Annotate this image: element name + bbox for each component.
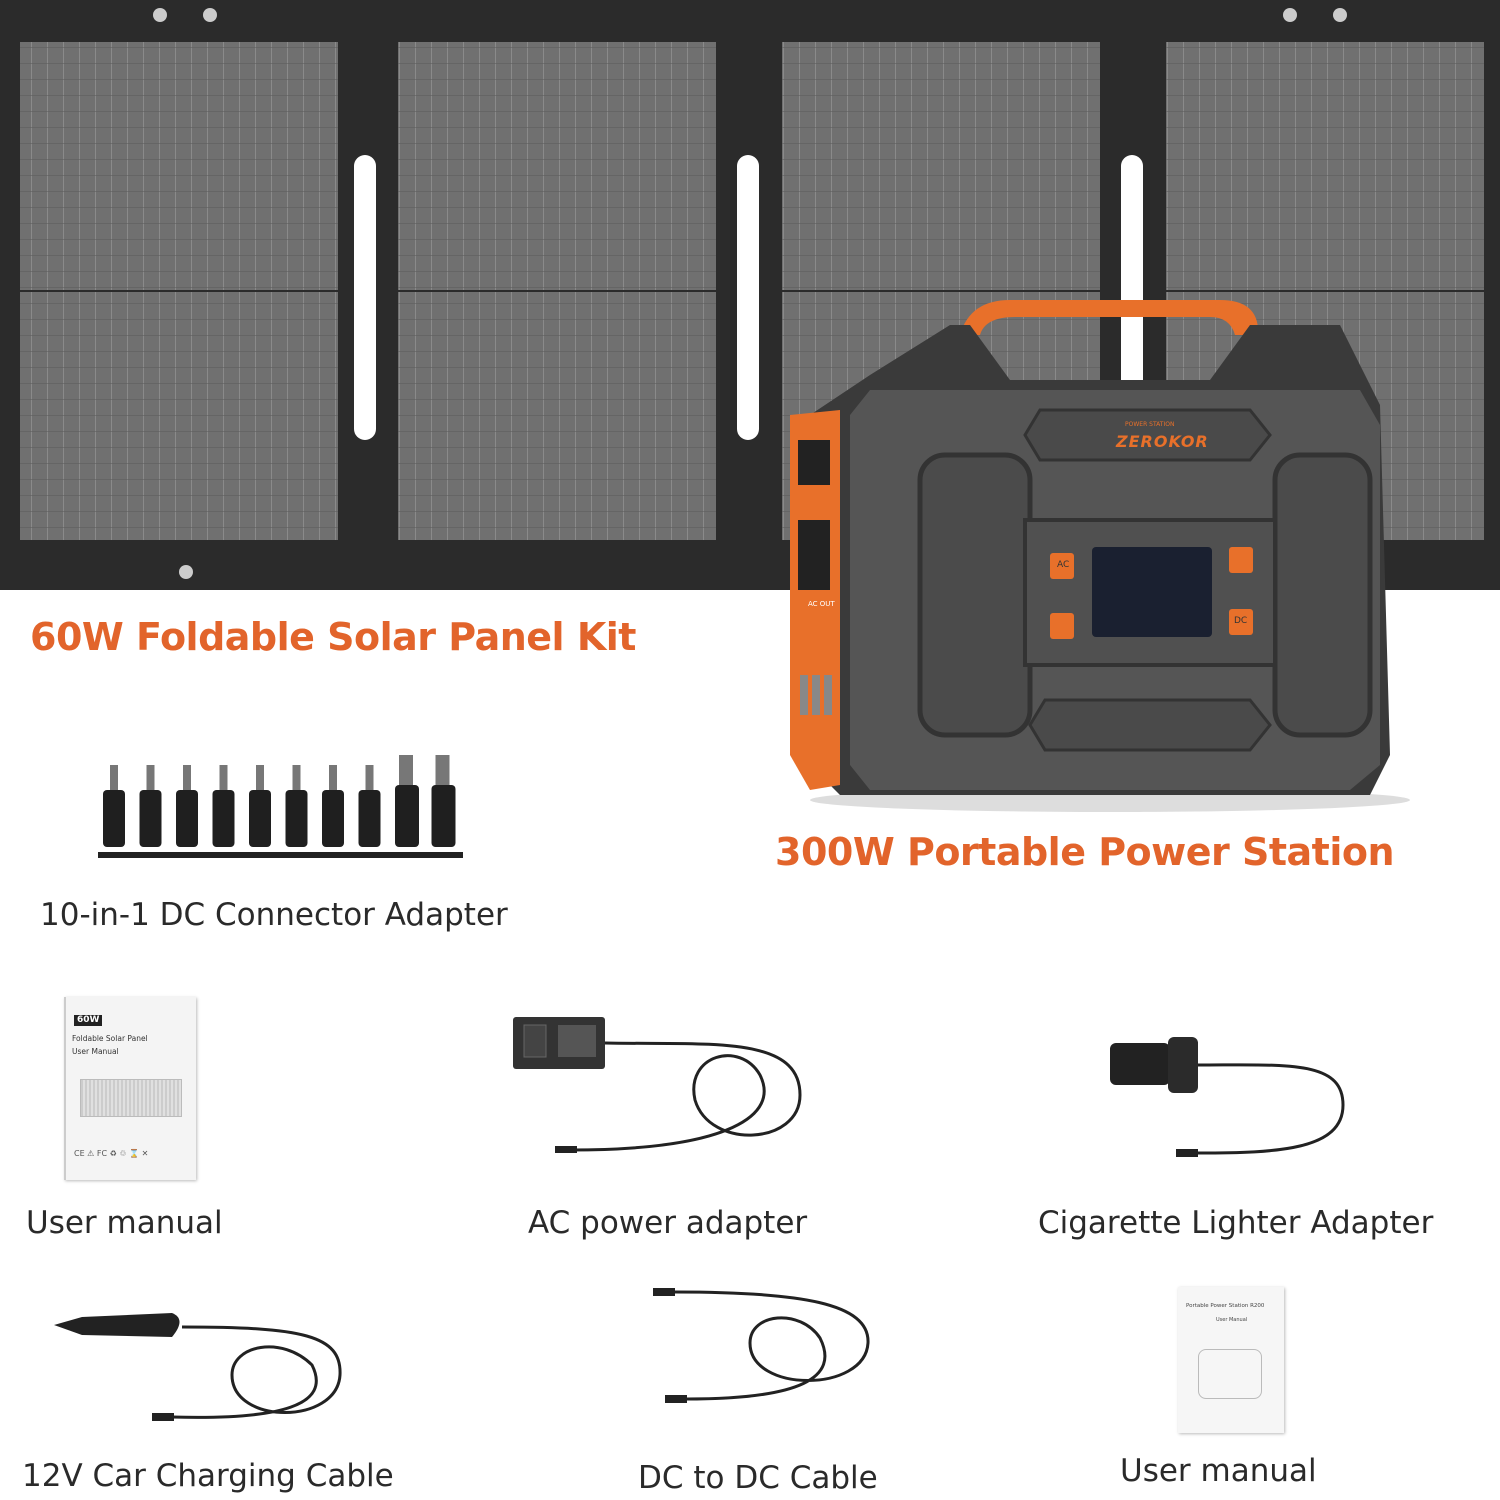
car-cable-label: 12V Car Charging Cable bbox=[22, 1458, 394, 1494]
dc-tip bbox=[249, 765, 271, 847]
solar-panel-section bbox=[20, 292, 338, 540]
manual-badge: 60W bbox=[74, 1015, 103, 1026]
cigarette-adapter-label: Cigarette Lighter Adapter bbox=[1038, 1205, 1434, 1241]
dc-cable-label: DC to DC Cable bbox=[638, 1460, 878, 1496]
solar-manual-label: User manual bbox=[26, 1205, 223, 1241]
dc-tip bbox=[358, 765, 381, 847]
dc-connector-tips-image bbox=[98, 755, 463, 858]
solar-panel-section bbox=[398, 292, 716, 540]
dc-tip bbox=[212, 765, 235, 847]
solar-panel-title: 60W Foldable Solar Panel Kit bbox=[30, 615, 636, 659]
dc-tip bbox=[103, 765, 125, 847]
certification-marks: CE ⚠ FC ♻ ♲ ⌛ ✕ bbox=[74, 1149, 149, 1158]
solar-panel-section bbox=[782, 42, 1100, 290]
power-station-image: POWER STATION ZEROKOR AC DC AC OUT bbox=[780, 295, 1410, 815]
dc-tip bbox=[285, 765, 308, 847]
dc-tip bbox=[395, 755, 419, 847]
brand-logo: ZEROKOR bbox=[1116, 432, 1209, 451]
solar-panel-section bbox=[1166, 42, 1484, 290]
dc-button: DC bbox=[1234, 616, 1248, 626]
dc-tip bbox=[431, 755, 456, 847]
dc-tip bbox=[139, 765, 162, 847]
power-station-title: 300W Portable Power Station bbox=[775, 830, 1395, 874]
manual-line1: Foldable Solar Panel bbox=[72, 1034, 148, 1043]
dc-adapter-label: 10-in-1 DC Connector Adapter bbox=[40, 897, 508, 933]
ac-adapter-label: AC power adapter bbox=[528, 1205, 808, 1241]
dc-to-dc-cable-image bbox=[653, 1288, 870, 1403]
station-manual-line2: User Manual bbox=[1216, 1317, 1248, 1323]
manual-line2: User Manual bbox=[72, 1047, 119, 1056]
brand-subtitle: POWER STATION bbox=[1125, 421, 1175, 428]
ac-button: AC bbox=[1057, 560, 1070, 570]
station-manual-image: Portable Power Station R200 User Manual bbox=[1178, 1287, 1284, 1433]
dc-tip bbox=[176, 765, 198, 847]
station-manual-line1: Portable Power Station R200 bbox=[1186, 1303, 1265, 1309]
ac-adapter-image bbox=[513, 1017, 802, 1153]
solar-panel-section bbox=[398, 42, 716, 290]
dc-tip bbox=[322, 765, 344, 847]
solar-panel-section bbox=[20, 42, 338, 290]
solar-manual-image: 60W Foldable Solar Panel User Manual CE … bbox=[64, 997, 196, 1180]
power-station-graphic bbox=[790, 300, 1410, 812]
cigarette-adapter-image bbox=[1110, 1037, 1345, 1157]
ac-out-label: AC OUT bbox=[808, 600, 835, 608]
car-charging-cable-image bbox=[54, 1313, 342, 1421]
station-manual-label: User manual bbox=[1120, 1453, 1317, 1489]
